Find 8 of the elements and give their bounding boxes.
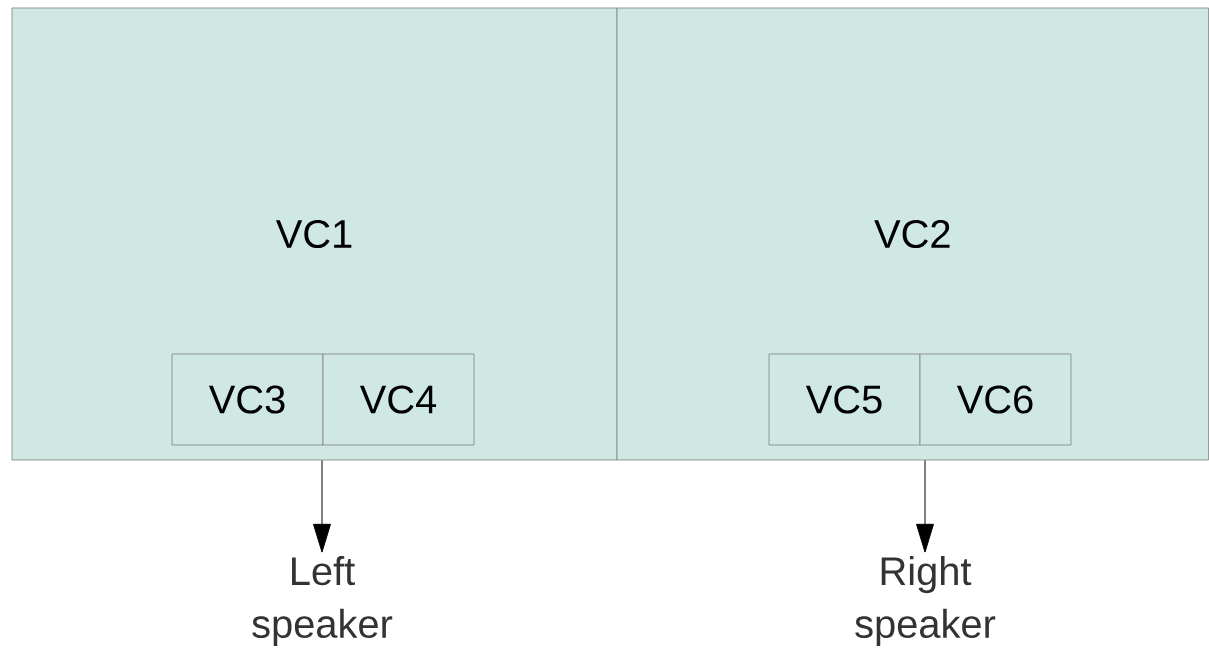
channel-box: VC5 bbox=[768, 353, 921, 446]
arrow bbox=[313, 459, 331, 553]
channel-box: VC3 bbox=[171, 353, 324, 446]
arrow bbox=[916, 459, 934, 553]
channel-box: VC6 bbox=[919, 353, 1072, 446]
channel-box: VC4 bbox=[322, 353, 475, 446]
speaker-label: Left speaker bbox=[252, 556, 393, 646]
speaker-label: Right speaker bbox=[855, 556, 996, 646]
